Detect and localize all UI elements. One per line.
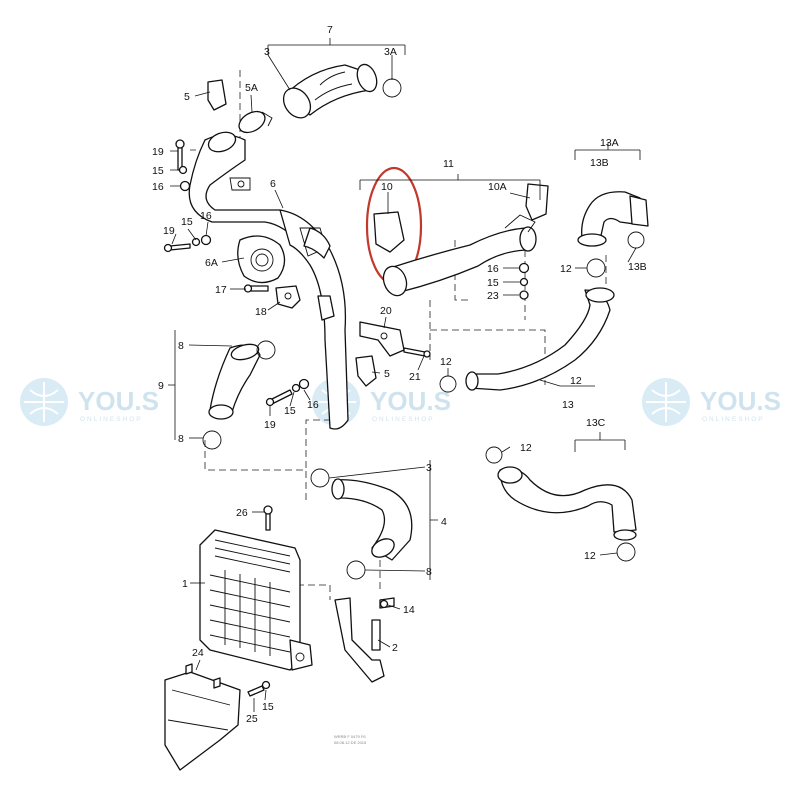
label-13B: 13B <box>628 261 647 273</box>
callout-brackets <box>168 38 641 580</box>
part-misc-clip <box>317 295 335 321</box>
bolts-19-15-16-upper <box>175 139 191 192</box>
bolts-19-15-16-middle <box>163 234 212 253</box>
label-19: 19 <box>264 419 276 431</box>
part-10a-seal <box>525 183 549 221</box>
watermark-brand: YOU.S <box>700 386 781 416</box>
label-16: 16 <box>307 399 319 411</box>
label-3A: 3A <box>384 46 397 58</box>
label-3: 3 <box>264 46 270 58</box>
label-12: 12 <box>440 356 452 368</box>
part-24-air-duct <box>164 663 241 771</box>
label-3: 3 <box>426 462 432 474</box>
label-18: 18 <box>255 306 267 318</box>
label-12: 12 <box>570 375 582 387</box>
label-13A: 13A <box>600 137 619 149</box>
label-16: 16 <box>487 263 499 275</box>
label-23: 23 <box>487 290 499 302</box>
part-labels: 7 3 3A 5 5A 6 19 15 16 19 15 16 6A 17 18… <box>152 24 647 725</box>
footer-line-2: 08.08.12 DE 2015 <box>334 740 367 745</box>
label-10: 10 <box>381 181 393 193</box>
label-12: 12 <box>560 263 572 275</box>
label-19: 19 <box>152 146 164 158</box>
label-14: 14 <box>403 604 415 616</box>
part-20-bracket <box>359 321 431 358</box>
label-13B: 13B <box>590 157 609 169</box>
watermark-brand: YOU.S <box>370 386 451 416</box>
watermark-brand: YOU.S <box>78 386 159 416</box>
label-12: 12 <box>584 550 596 562</box>
label-7: 7 <box>327 24 333 36</box>
label-15: 15 <box>284 405 296 417</box>
label-5A: 5A <box>245 82 258 94</box>
label-8: 8 <box>426 566 432 578</box>
part-13a-elbow <box>577 191 649 249</box>
label-15: 15 <box>262 701 274 713</box>
part-13c-pipe <box>485 446 637 562</box>
part-25-bolt <box>247 680 271 697</box>
part-2-bracket <box>334 597 395 683</box>
part-1-intercooler <box>199 529 313 671</box>
label-2: 2 <box>392 642 398 654</box>
label-5: 5 <box>384 368 390 380</box>
label-1: 1 <box>182 578 188 590</box>
watermark-right: YOU.S ONLINESHOP <box>642 378 781 426</box>
label-4: 4 <box>441 516 447 528</box>
label-11: 11 <box>443 158 454 170</box>
label-13C: 13C <box>586 417 606 429</box>
part-11-charge-pipe <box>382 214 537 297</box>
label-9: 9 <box>158 380 164 392</box>
fasteners-16-15-23 <box>518 262 530 300</box>
part-18-sensor <box>275 285 301 309</box>
part-17-screw <box>243 284 269 293</box>
label-17: 17 <box>215 284 227 296</box>
label-10A: 10A <box>488 181 507 193</box>
watermark-tagline: ONLINESHOP <box>80 416 143 423</box>
watermark-tagline: ONLINESHOP <box>702 416 765 423</box>
part-13-lower-pipe <box>439 258 615 393</box>
footer-line-1: WRRB F 0479 F6 <box>334 734 366 739</box>
label-15: 15 <box>487 277 499 289</box>
part-7-hose-assembly <box>282 63 402 119</box>
watermark-tagline: ONLINESHOP <box>372 416 435 423</box>
label-15: 15 <box>181 216 193 228</box>
label-20: 20 <box>380 305 392 317</box>
diagram-footer: WRRB F 0479 F6 08.08.12 DE 2015 <box>334 734 367 745</box>
label-6: 6 <box>270 178 276 190</box>
label-25: 25 <box>246 713 258 725</box>
part-6a-flange <box>237 235 286 284</box>
label-8: 8 <box>178 433 184 445</box>
label-26: 26 <box>236 507 248 519</box>
part-9-hose <box>202 340 276 450</box>
part-4-hose <box>310 468 413 580</box>
label-8: 8 <box>178 340 184 352</box>
label-15: 15 <box>152 165 164 177</box>
part-5a-clamp <box>238 110 273 134</box>
label-12: 12 <box>520 442 532 454</box>
bolts-19-15-16-lower <box>265 378 310 407</box>
part-5-seal <box>207 79 227 111</box>
label-5: 5 <box>184 91 190 103</box>
label-24: 24 <box>192 647 204 659</box>
label-6A: 6A <box>205 257 218 269</box>
watermark-left: YOU.S ONLINESHOP <box>20 378 159 426</box>
label-16: 16 <box>152 181 164 193</box>
part-6-intake-pipe <box>188 131 349 430</box>
leader-lines <box>170 91 637 712</box>
label-13: 13 <box>562 399 574 411</box>
part-10-gasket <box>373 211 405 253</box>
label-21: 21 <box>409 371 421 383</box>
label-19: 19 <box>163 225 175 237</box>
label-16: 16 <box>200 210 212 222</box>
part-5-seal-lower <box>355 355 377 387</box>
part-26-bolt <box>263 505 273 531</box>
